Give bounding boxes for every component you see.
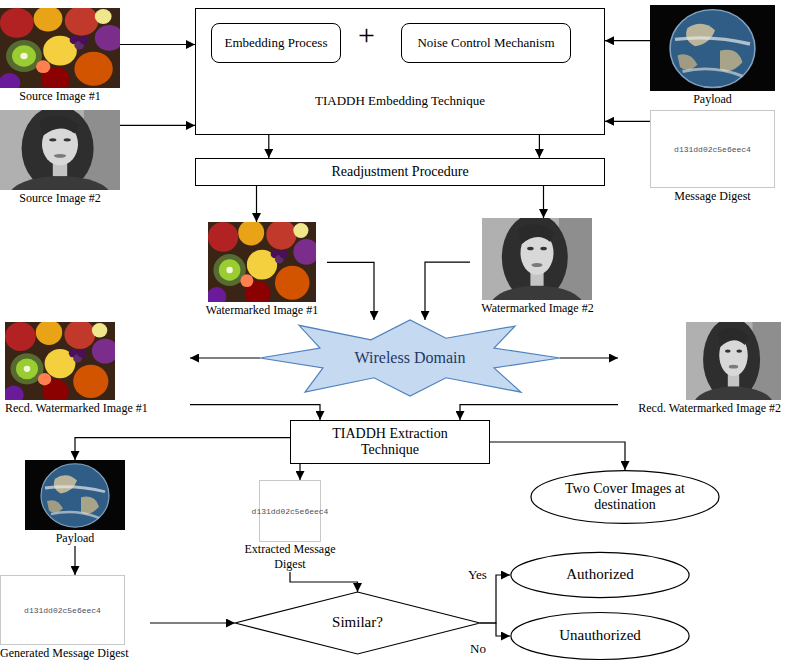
process-box: Noise Control Mechanism: [401, 23, 571, 63]
connector-arrow: [425, 262, 470, 320]
digest-caption: Extracted Message Digest: [235, 542, 345, 572]
connector-arrow: [327, 262, 374, 320]
image-caption: Payload: [25, 530, 125, 546]
node-text: Similar?: [332, 614, 383, 631]
image-node: Source Image #1: [0, 8, 120, 104]
image-caption: Recd. Watermarked Image #2: [618, 400, 786, 416]
connector-arrow: [490, 442, 625, 470]
technique-box: TIADDH Embedding Technique Embedding Proc…: [195, 8, 605, 135]
fruit-photo: [207, 220, 319, 306]
edge-label: Yes: [466, 567, 489, 582]
image-caption: Source Image #2: [0, 190, 120, 206]
digest-node: d131dd02c5e6eec4Extracted Message Digest: [235, 480, 345, 572]
network-star: Wireless Domain: [260, 320, 560, 396]
fruit-photo: [0, 6, 124, 92]
process-box: Readjustment Procedure: [195, 158, 605, 186]
image-node: Payload: [650, 5, 775, 107]
image-caption: Payload: [650, 91, 775, 107]
node-text: Unauthorized: [559, 627, 641, 644]
image-caption: Recd. Watermarked Image #1: [0, 400, 190, 416]
node-text: Embedding Process: [225, 36, 328, 51]
hash-text: d131dd02c5e6eec4: [252, 507, 329, 516]
digest-caption: Message Digest: [674, 188, 750, 204]
image-caption: Source Image #1: [0, 88, 120, 104]
connector-arrow: [460, 405, 618, 420]
node-text: TIADDH Extraction Technique: [315, 426, 465, 458]
image-node: Watermarked Image #2: [470, 218, 605, 316]
image-node: Source Image #2: [0, 110, 120, 206]
decision-diamond: Similar?: [235, 592, 480, 654]
portrait-photo: [0, 106, 120, 215]
terminal-ellipse: Unauthorized: [510, 612, 690, 660]
connector-arrow: [605, 40, 650, 41]
connector-arrow: [480, 575, 510, 623]
image-node: Watermarked Image #1: [197, 222, 327, 318]
image-caption: Watermarked Image #1: [197, 302, 327, 318]
connector-arrow: [120, 125, 195, 126]
digest-box: d131dd02c5e6eec4: [259, 480, 321, 542]
connector-arrow: [539, 135, 540, 158]
connector-arrow: [75, 438, 290, 460]
image-node: Recd. Watermarked Image #2: [618, 322, 786, 416]
node-text: Two Cover Images at destination: [560, 481, 690, 513]
digest-node: d131dd02c5e6eec4Generated Message Digest: [0, 575, 150, 661]
connector-arrow: [560, 357, 618, 358]
digest-box: d131dd02c5e6eec4: [650, 110, 775, 188]
edge-label: No: [468, 641, 488, 656]
connector-arrow: [543, 186, 544, 218]
digest-box: d131dd02c5e6eec4: [0, 575, 125, 645]
fruit-photo: [4, 320, 118, 404]
node-text: Noise Control Mechanism: [417, 36, 554, 51]
terminal-ellipse: Two Cover Images at destination: [530, 470, 720, 524]
hash-text: d131dd02c5e6eec4: [24, 606, 101, 615]
image-node: Recd. Watermarked Image #1: [0, 322, 190, 416]
connector-arrow: [299, 464, 300, 480]
earth-photo: [25, 460, 125, 530]
connector-arrow: [480, 623, 510, 636]
connector-arrow: [74, 546, 75, 575]
hash-text: d131dd02c5e6eec4: [674, 145, 751, 154]
node-text: Readjustment Procedure: [331, 164, 468, 180]
node-text: Wireless Domain: [355, 349, 466, 367]
terminal-ellipse: Authorized: [510, 552, 690, 598]
process-box: Embedding Process: [211, 23, 341, 63]
connector-arrow: [190, 405, 320, 420]
node-text: Authorized: [566, 566, 633, 583]
digest-node: d131dd02c5e6eec4Message Digest: [650, 110, 775, 204]
connector-arrow: [256, 186, 257, 222]
connector-arrow: [605, 121, 650, 122]
connector-arrow: [290, 572, 358, 592]
connector-arrow: [268, 135, 269, 158]
earth-photo: [650, 5, 775, 91]
connector-arrow: [190, 357, 260, 358]
connector-arrow: [150, 622, 235, 623]
group-title: TIADDH Embedding Technique: [196, 93, 604, 109]
digest-caption: Generated Message Digest: [0, 645, 129, 661]
process-box: TIADDH Extraction Technique: [290, 420, 490, 464]
image-node: Payload: [25, 460, 125, 546]
operator-label: +: [358, 17, 375, 53]
image-caption: Watermarked Image #2: [470, 300, 605, 316]
connector-arrow: [120, 44, 195, 45]
